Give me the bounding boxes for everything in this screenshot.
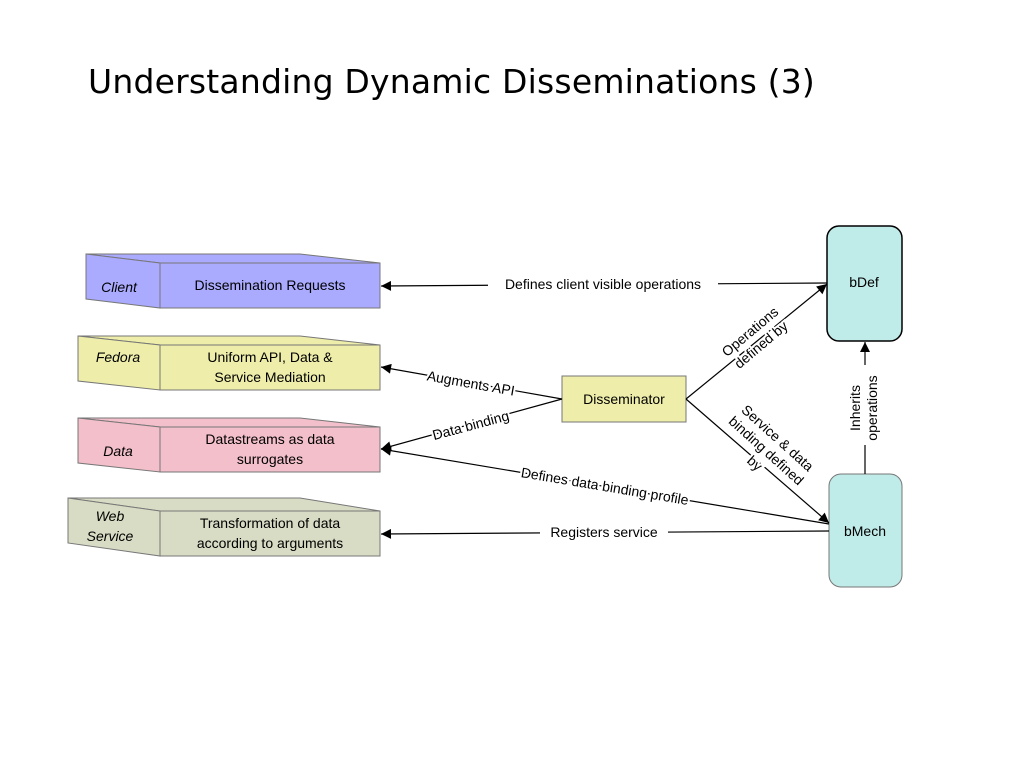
- edge-label-bg: [843, 365, 887, 445]
- web-service-layer-body-line-1: Transformation of data: [200, 515, 341, 531]
- data-layer-body-line-1: Datastreams as data: [205, 431, 334, 447]
- disseminator-node: Disseminator: [561, 375, 687, 423]
- bdef-node: bDef: [826, 225, 903, 342]
- client-layer-body-label: Dissemination Requests: [195, 277, 346, 293]
- edge-label-defines-data-binding-profile: Defines data binding profile: [520, 464, 690, 508]
- slide-title: Understanding Dynamic Disseminations (3): [88, 62, 816, 101]
- edge-label-inherits-line-2: operations: [864, 375, 880, 440]
- edge-label-augments-api: Augments API: [426, 367, 516, 398]
- client-layer-front-face: [159, 262, 381, 309]
- edge-label-bg: [540, 522, 668, 542]
- fedora-layer-body-line-2: Service Mediation: [214, 369, 325, 385]
- fedora-layer-front-face: [159, 344, 381, 391]
- edge-label-registers-service: Registers service: [550, 524, 658, 540]
- edge-label-bg: [488, 274, 718, 294]
- data-layer-front-face: [159, 426, 381, 473]
- edge-label-data-binding: Data binding: [431, 407, 511, 443]
- data-layer: Data Datastreams as data surrogates: [77, 417, 381, 473]
- client-layer-side-label: Client: [101, 279, 138, 295]
- web-service-layer-side-line-2: Service: [87, 528, 134, 544]
- edge-label-inherits-operations: Inherits operations: [847, 375, 880, 440]
- bmech-label: bMech: [844, 523, 886, 539]
- edge-label-operations-defined-by: Operations defined by: [717, 301, 793, 373]
- data-layer-side-label: Data: [103, 443, 133, 459]
- client-layer: Client Dissemination Requests: [85, 253, 381, 309]
- web-service-layer-side-line-1: Web: [96, 508, 125, 524]
- data-layer-body-line-2: surrogates: [237, 451, 303, 467]
- edge-operations-defined-by: [685, 283, 828, 400]
- web-service-layer-body-line-2: according to arguments: [197, 535, 343, 551]
- edge-label-defines-client-ops: Defines client visible operations: [505, 276, 701, 292]
- edge-label-service-data-binding: Service & data binding defined by: [724, 399, 819, 490]
- edge-service-data-binding: [685, 398, 830, 524]
- web-service-layer-front-face: [159, 510, 381, 557]
- disseminator-label: Disseminator: [583, 391, 665, 407]
- bmech-node: bMech: [828, 473, 903, 588]
- edge-defines-data-binding-profile: [380, 445, 830, 525]
- edge-data-binding: [380, 398, 563, 452]
- fedora-layer-side-label: Fedora: [96, 349, 141, 365]
- web-service-layer: Web Service Transformation of data accor…: [67, 497, 381, 557]
- edge-augments-api: [380, 363, 563, 400]
- bdef-label: bDef: [849, 274, 879, 290]
- fedora-layer-body-line-1: Uniform API, Data &: [207, 349, 333, 365]
- fedora-layer: Fedora Uniform API, Data & Service Media…: [77, 335, 381, 391]
- edge-label-inherits-line-1: Inherits: [847, 385, 863, 431]
